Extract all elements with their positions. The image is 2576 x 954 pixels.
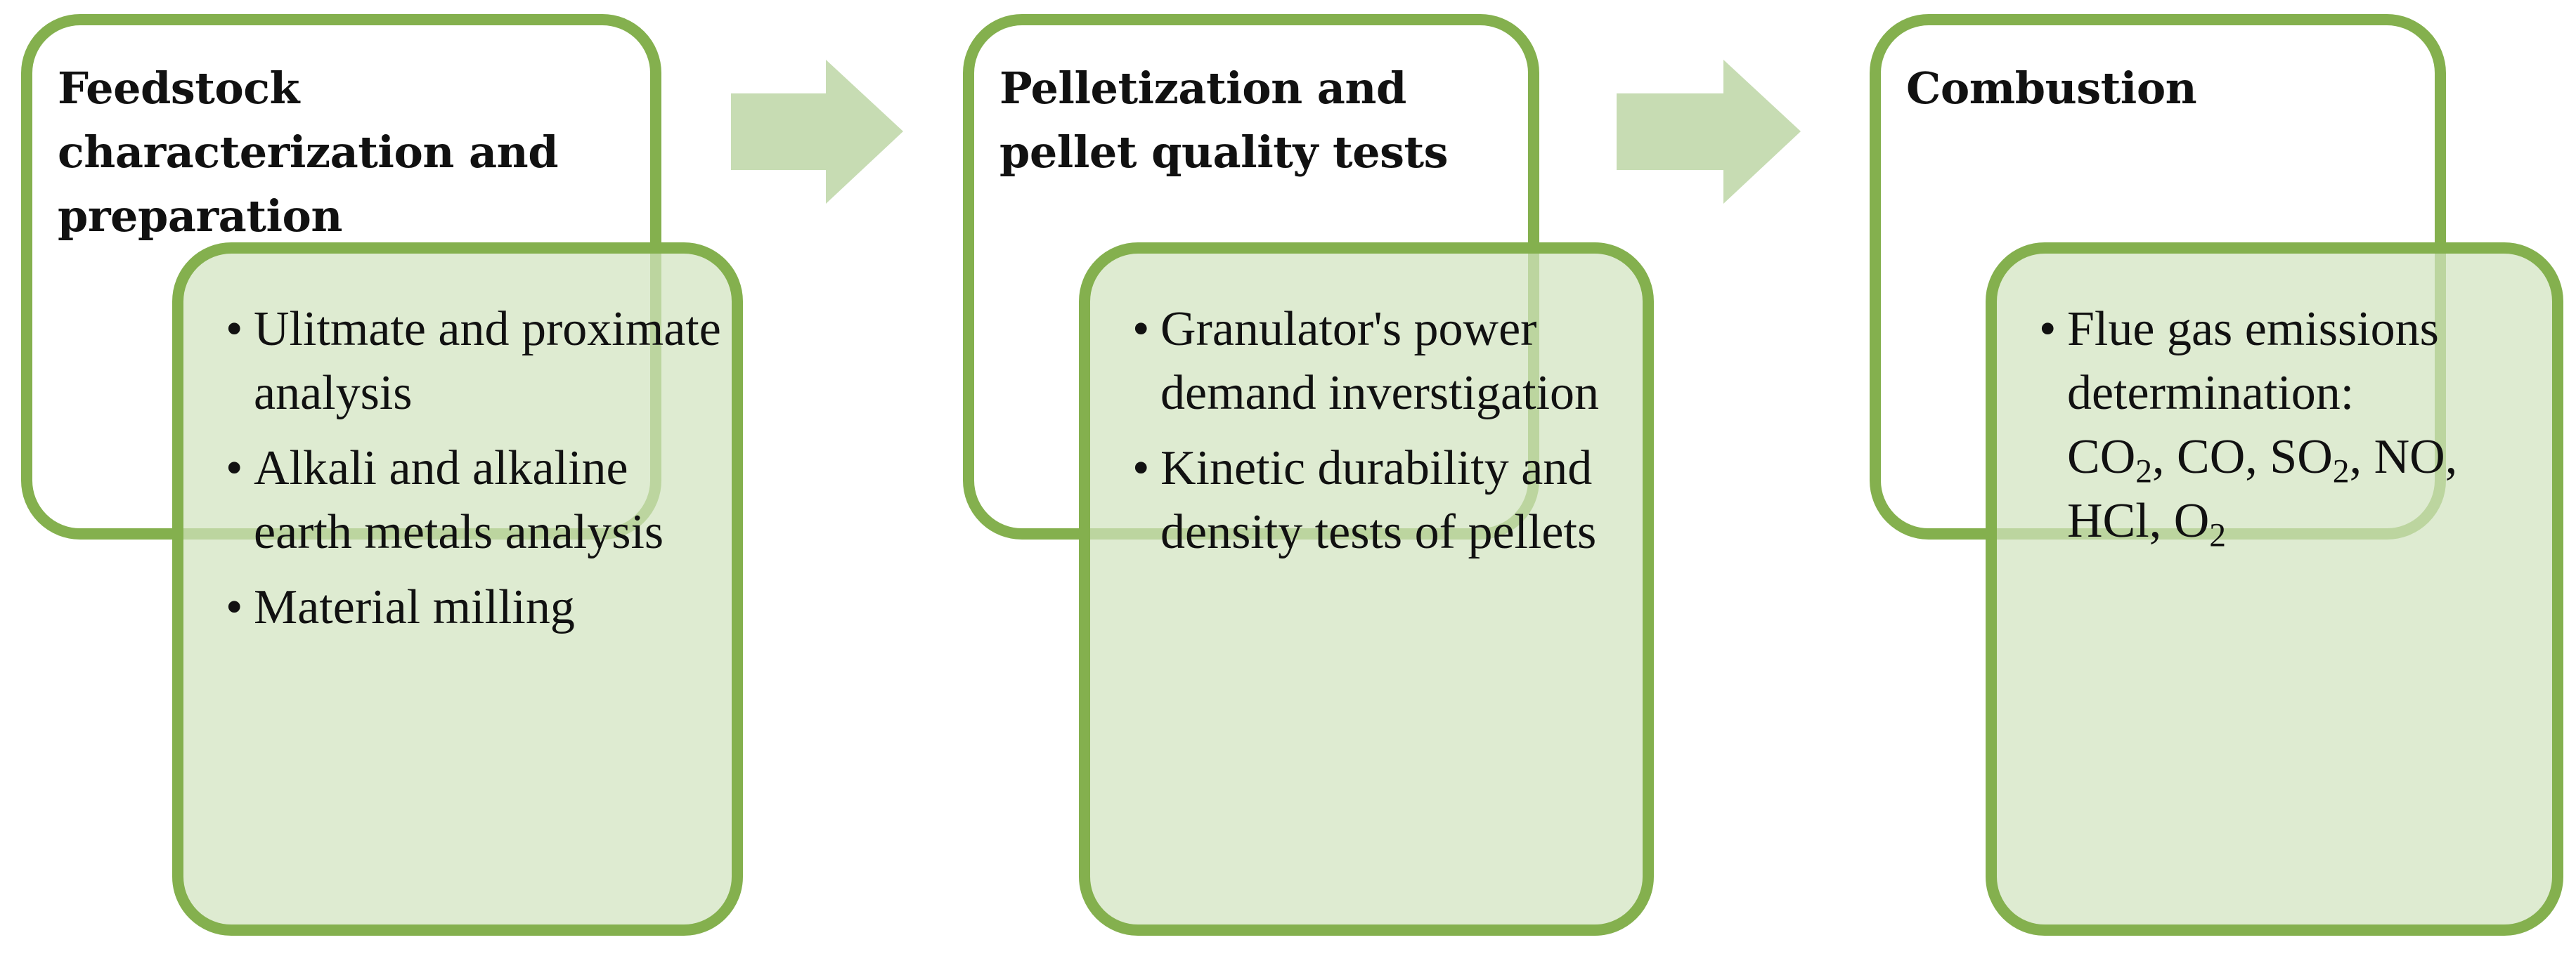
chemical-species: SO2, [2270, 430, 2374, 488]
species-base: CO [2177, 430, 2246, 484]
bullet-icon: • [226, 302, 243, 356]
species-base: HCl [2067, 494, 2149, 548]
species-separator: , [2149, 494, 2174, 548]
species-base: CO [2067, 430, 2136, 484]
step-3-list: •Flue gas emissions determination: CO2, … [2039, 297, 2538, 564]
species-base: O [2173, 494, 2210, 548]
arrow-shape [1617, 60, 1801, 204]
chemical-species: NO, [2374, 430, 2458, 484]
arrow-shape [731, 60, 903, 204]
chemical-species: CO2, [2067, 430, 2177, 488]
list-item-text: Material milling [254, 580, 575, 634]
step-3-details-box: •Flue gas emissions determination: CO2, … [1986, 242, 2563, 936]
bullet-icon: • [2039, 302, 2057, 356]
bullet-icon: • [226, 441, 243, 495]
species-subscript: 2 [2135, 453, 2153, 490]
chemical-species: O2 [2173, 494, 2226, 552]
list-item: •Ulitmate and proximate analysis [226, 297, 725, 425]
chemical-species: CO, [2177, 430, 2270, 484]
step-2-details-box: •Granulator's power demand inverstigatio… [1079, 242, 1654, 936]
list-item: •Granulator's power demand inverstigatio… [1132, 297, 1629, 425]
list-item-text: Alkali and alkaline earth metals analysi… [254, 441, 664, 559]
list-item: •Alkali and alkaline earth metals analys… [226, 436, 725, 564]
bullet-icon: • [1132, 302, 1150, 356]
species-base: SO [2270, 430, 2333, 484]
step-3-title: Combustion [1906, 63, 2197, 114]
arrow-right-icon [1617, 60, 1801, 204]
species-base: NO [2374, 430, 2445, 484]
list-item: •Flue gas emissions determination: CO2, … [2039, 297, 2538, 553]
list-item-text: Ulitmate and proximate analysis [254, 302, 721, 420]
species-separator: , [2152, 430, 2177, 484]
list-item-text: Flue gas emissions determination: [2067, 302, 2439, 420]
step-2-list: •Granulator's power demand inverstigatio… [1132, 297, 1629, 575]
list-item: •Kinetic durability and density tests of… [1132, 436, 1629, 564]
step-1-title: Feedstock characterization and preparati… [58, 63, 559, 242]
chemical-species: HCl, [2067, 494, 2174, 548]
emission-species-list: CO2, CO, SO2, NO, HCl, O2 [2067, 430, 2458, 552]
species-subscript: 2 [2209, 517, 2227, 554]
species-separator: , [2349, 430, 2374, 484]
list-item-text: Kinetic durability and density tests of … [1160, 441, 1597, 559]
bullet-icon: • [226, 580, 243, 634]
species-subscript: 2 [2332, 453, 2350, 490]
step-1-details-box: •Ulitmate and proximate analysis •Alkali… [172, 242, 743, 936]
bullet-icon: • [1132, 441, 1150, 495]
list-item: •Material milling [226, 575, 725, 639]
species-separator: , [2245, 430, 2270, 484]
species-separator: , [2445, 430, 2458, 484]
arrow-right-icon [731, 60, 903, 204]
step-2-title: Pelletization and pellet quality tests [999, 63, 1449, 178]
list-item-text: Granulator's power demand inverstigation [1160, 302, 1600, 420]
step-1-list: •Ulitmate and proximate analysis •Alkali… [226, 297, 725, 651]
